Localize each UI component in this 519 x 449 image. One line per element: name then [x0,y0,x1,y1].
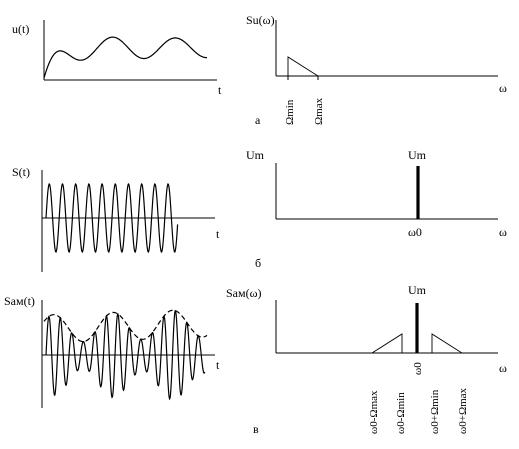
panel-b-spectrum: Um Um ω0 ω б [246,148,507,270]
am-signal-curve [45,309,206,401]
panel-b-time-xlabel: t [216,227,220,241]
tick-w0: ω0 [412,362,424,375]
panel-c: Sам(t) t Sам(ω) Um ω ω0-Ωmax ω0-Ωmin ω0 … [4,283,507,436]
panel-a-time-plot: u(t) t [12,20,222,97]
panel-c-time-xlabel: t [216,358,220,372]
carrier-signal-curve [45,183,179,253]
panel-c-peak-label: Um [408,283,427,297]
panel-b-caption: б [255,256,261,270]
omega-max-label: Ωmax [313,97,325,125]
lower-sideband-triangle [370,333,403,354]
panel-a-spec-xlabel: ω [499,81,507,95]
tick-w0-plus-omega-max: ω0+Ωmax [457,387,469,434]
panel-b-peak-label: Um [408,148,427,162]
message-signal-curve [43,36,207,79]
upper-sideband-triangle [431,333,464,354]
panel-a-time-ylabel: u(t) [12,22,29,36]
panel-a-spec-ylabel: Su(ω) [246,13,275,27]
panel-b-time-ylabel: S(t) [12,165,30,179]
omega-0-label: ω0 [408,225,422,239]
panel-c-caption: в [253,422,259,436]
panel-c-time-ylabel: Sам(t) [4,294,35,308]
panel-b-time-plot: S(t) t [12,165,220,272]
panel-b: S(t) t Um Um ω0 ω б [12,148,507,272]
panel-b-spec-xlabel: ω [499,225,507,239]
panel-c-spec-ylabel: Sам(ω) [226,286,261,300]
panel-b-spec-ylabel: Um [246,148,265,162]
tick-w0-minus-omega-max: ω0-Ωmax [368,390,380,434]
panel-a-caption: а [255,113,261,127]
panel-c-spec-xlabel: ω [499,361,507,375]
panel-c-spectrum: Sам(ω) Um ω ω0-Ωmax ω0-Ωmin ω0 ω0+Ωmin ω… [226,283,507,436]
panel-a-time-xlabel: t [218,83,222,97]
panel-a: u(t) t Su(ω) ω Ωmin Ωmax а [12,13,507,127]
panel-a-spectrum: Su(ω) ω Ωmin Ωmax а [246,13,507,127]
tick-w0-minus-omega-min: ω0-Ωmin [395,392,407,434]
tick-w0-plus-omega-min: ω0+Ωmin [429,389,441,434]
baseband-spectrum-triangle [287,56,320,77]
am-envelope-dashed-curve [43,309,208,343]
omega-min-label: Ωmin [284,99,296,125]
panel-c-time-plot: Sам(t) t [4,294,220,408]
